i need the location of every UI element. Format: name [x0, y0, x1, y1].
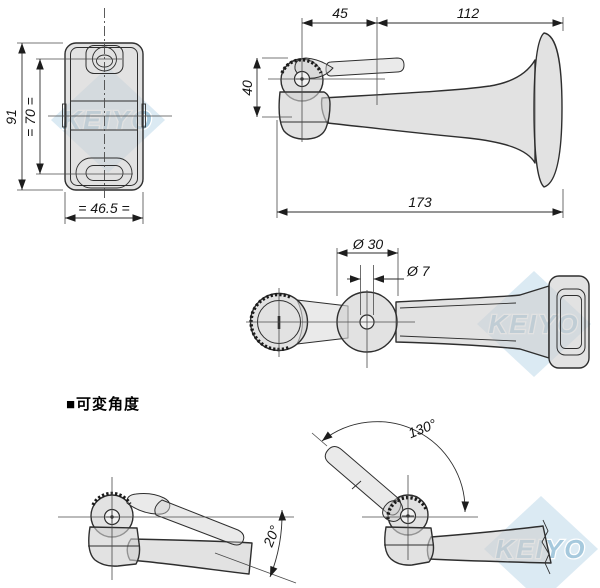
- angled-reference-line: [214, 552, 297, 584]
- bracket-arm-top: [395, 285, 550, 359]
- bracket-arm: [320, 59, 536, 164]
- dimension-angle-up: 130°: [406, 415, 439, 441]
- clamp-lever-handle: [325, 57, 405, 77]
- head-body: [88, 526, 141, 567]
- dimension-width: = 46.5 =: [78, 200, 129, 216]
- mount-plate-edge-innermost: [560, 295, 582, 349]
- angle-up-view: 130°: [311, 415, 552, 575]
- dimension-height: 91: [3, 109, 19, 125]
- dimension-head-offset: 45: [332, 5, 348, 21]
- dimension-hole-pitch: = 70 =: [22, 97, 38, 137]
- angle-arc: [269, 509, 287, 578]
- dimension-rear-length: 112: [457, 5, 480, 21]
- break-line: [541, 519, 551, 575]
- angle-arc: [321, 421, 470, 513]
- top-view: Ø 30 Ø 7: [246, 236, 590, 369]
- head-body: [384, 526, 435, 566]
- lever-axis-extension: [311, 432, 328, 447]
- mount-plate-inner-outline: [70, 47, 138, 186]
- side-view: 45 112 40 173: [239, 5, 564, 218]
- clamp-lever-handle: [154, 499, 245, 546]
- bottom-slot-outer: [75, 157, 133, 189]
- mount-plate-edge: [548, 275, 590, 369]
- head-body: [278, 91, 331, 140]
- bracket-arm: [426, 525, 552, 564]
- arm-edge-line: [399, 302, 517, 309]
- dimension-head-height: 40: [239, 80, 255, 96]
- arm-edge-line: [399, 335, 517, 342]
- front-view: 91 = 70 = = 46.5 =: [3, 8, 172, 224]
- side-tab-left: [62, 103, 67, 128]
- dimension-angle-down: 20°: [260, 523, 283, 550]
- mount-plate-edge-inner: [556, 288, 586, 356]
- knurled-edge: [91, 491, 132, 506]
- dimension-boss-diameter: Ø 30: [352, 236, 384, 252]
- dimension-hole-diameter: Ø 7: [406, 263, 431, 279]
- variable-angle-label: ■可変角度: [66, 396, 141, 413]
- dimension-total-length: 173: [408, 194, 432, 210]
- knurled-edge: [280, 58, 323, 74]
- mount-plate-outline: [64, 42, 144, 191]
- wall-base-disc: [533, 32, 563, 188]
- angle-down-view: 20°: [58, 477, 297, 584]
- side-tab-right: [141, 103, 146, 128]
